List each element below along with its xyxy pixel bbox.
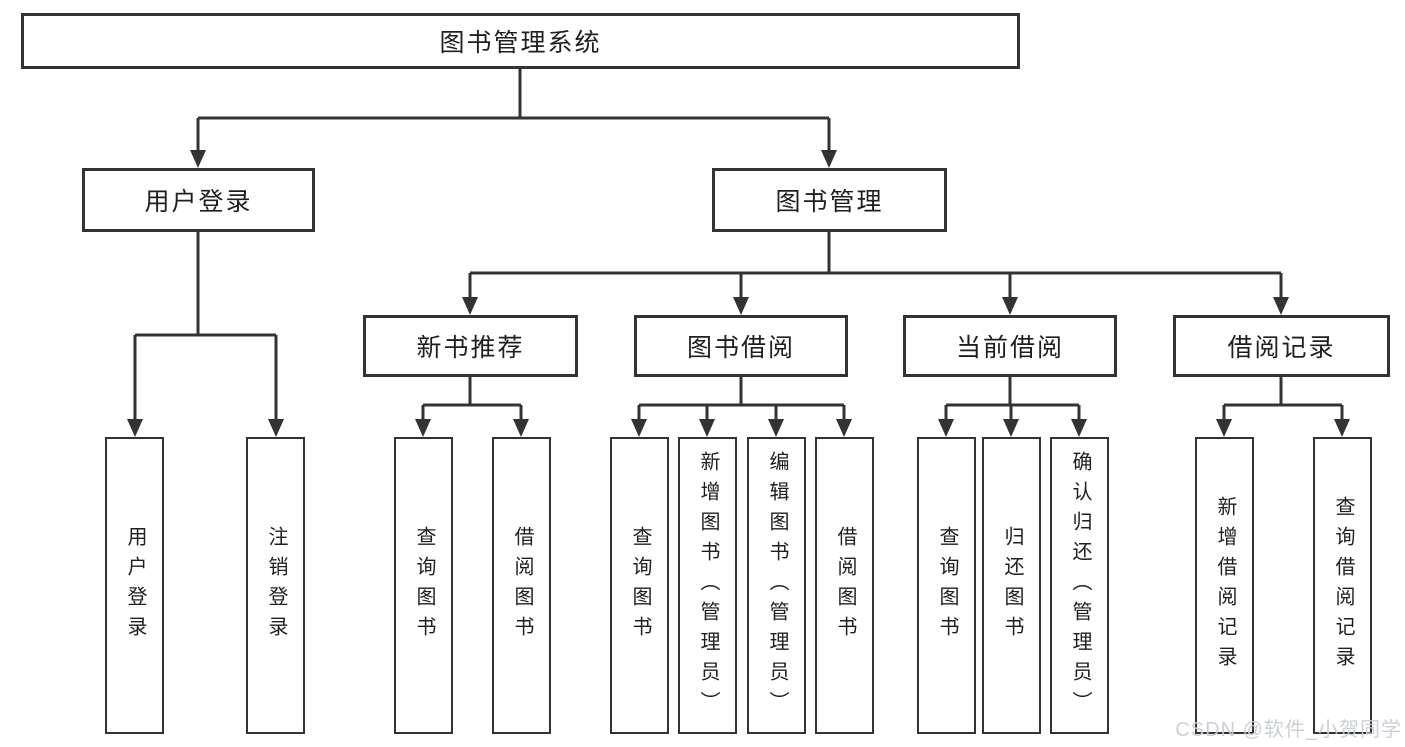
leaf-logout: 注销登录: [246, 437, 305, 734]
leaf-borrow-books: 借阅图书: [492, 437, 551, 734]
leaf-user-login: 用户登录: [105, 437, 164, 734]
leaf-confirm-return-admin: 确认归还（管理员）: [1050, 437, 1109, 734]
node-new-book-recommend: 新书推荐: [363, 315, 578, 377]
leaf-query-borrow-record: 查询借阅记录: [1313, 437, 1372, 734]
node-borrow-records: 借阅记录: [1173, 315, 1390, 377]
leaf-add-books-admin: 新增图书（管理员）: [678, 437, 737, 734]
node-library-management-system: 图书管理系统: [21, 13, 1020, 69]
leaf-add-borrow-record: 新增借阅记录: [1195, 437, 1254, 734]
leaf-borrow-books: 借阅图书: [815, 437, 874, 734]
node-book-management: 图书管理: [712, 168, 947, 232]
node-user-login: 用户登录: [82, 168, 315, 232]
csdn-watermark: CSDN @软件_小贺同学: [1175, 719, 1402, 741]
leaf-query-books: 查询图书: [917, 437, 976, 734]
leaf-query-books: 查询图书: [394, 437, 453, 734]
leaf-edit-books-admin: 编辑图书（管理员）: [747, 437, 806, 734]
node-current-borrow: 当前借阅: [903, 315, 1117, 377]
leaf-return-books: 归还图书: [982, 437, 1041, 734]
arrowheads: [127, 150, 1350, 437]
leaf-query-books: 查询图书: [610, 437, 669, 734]
node-book-borrow: 图书借阅: [634, 315, 848, 377]
